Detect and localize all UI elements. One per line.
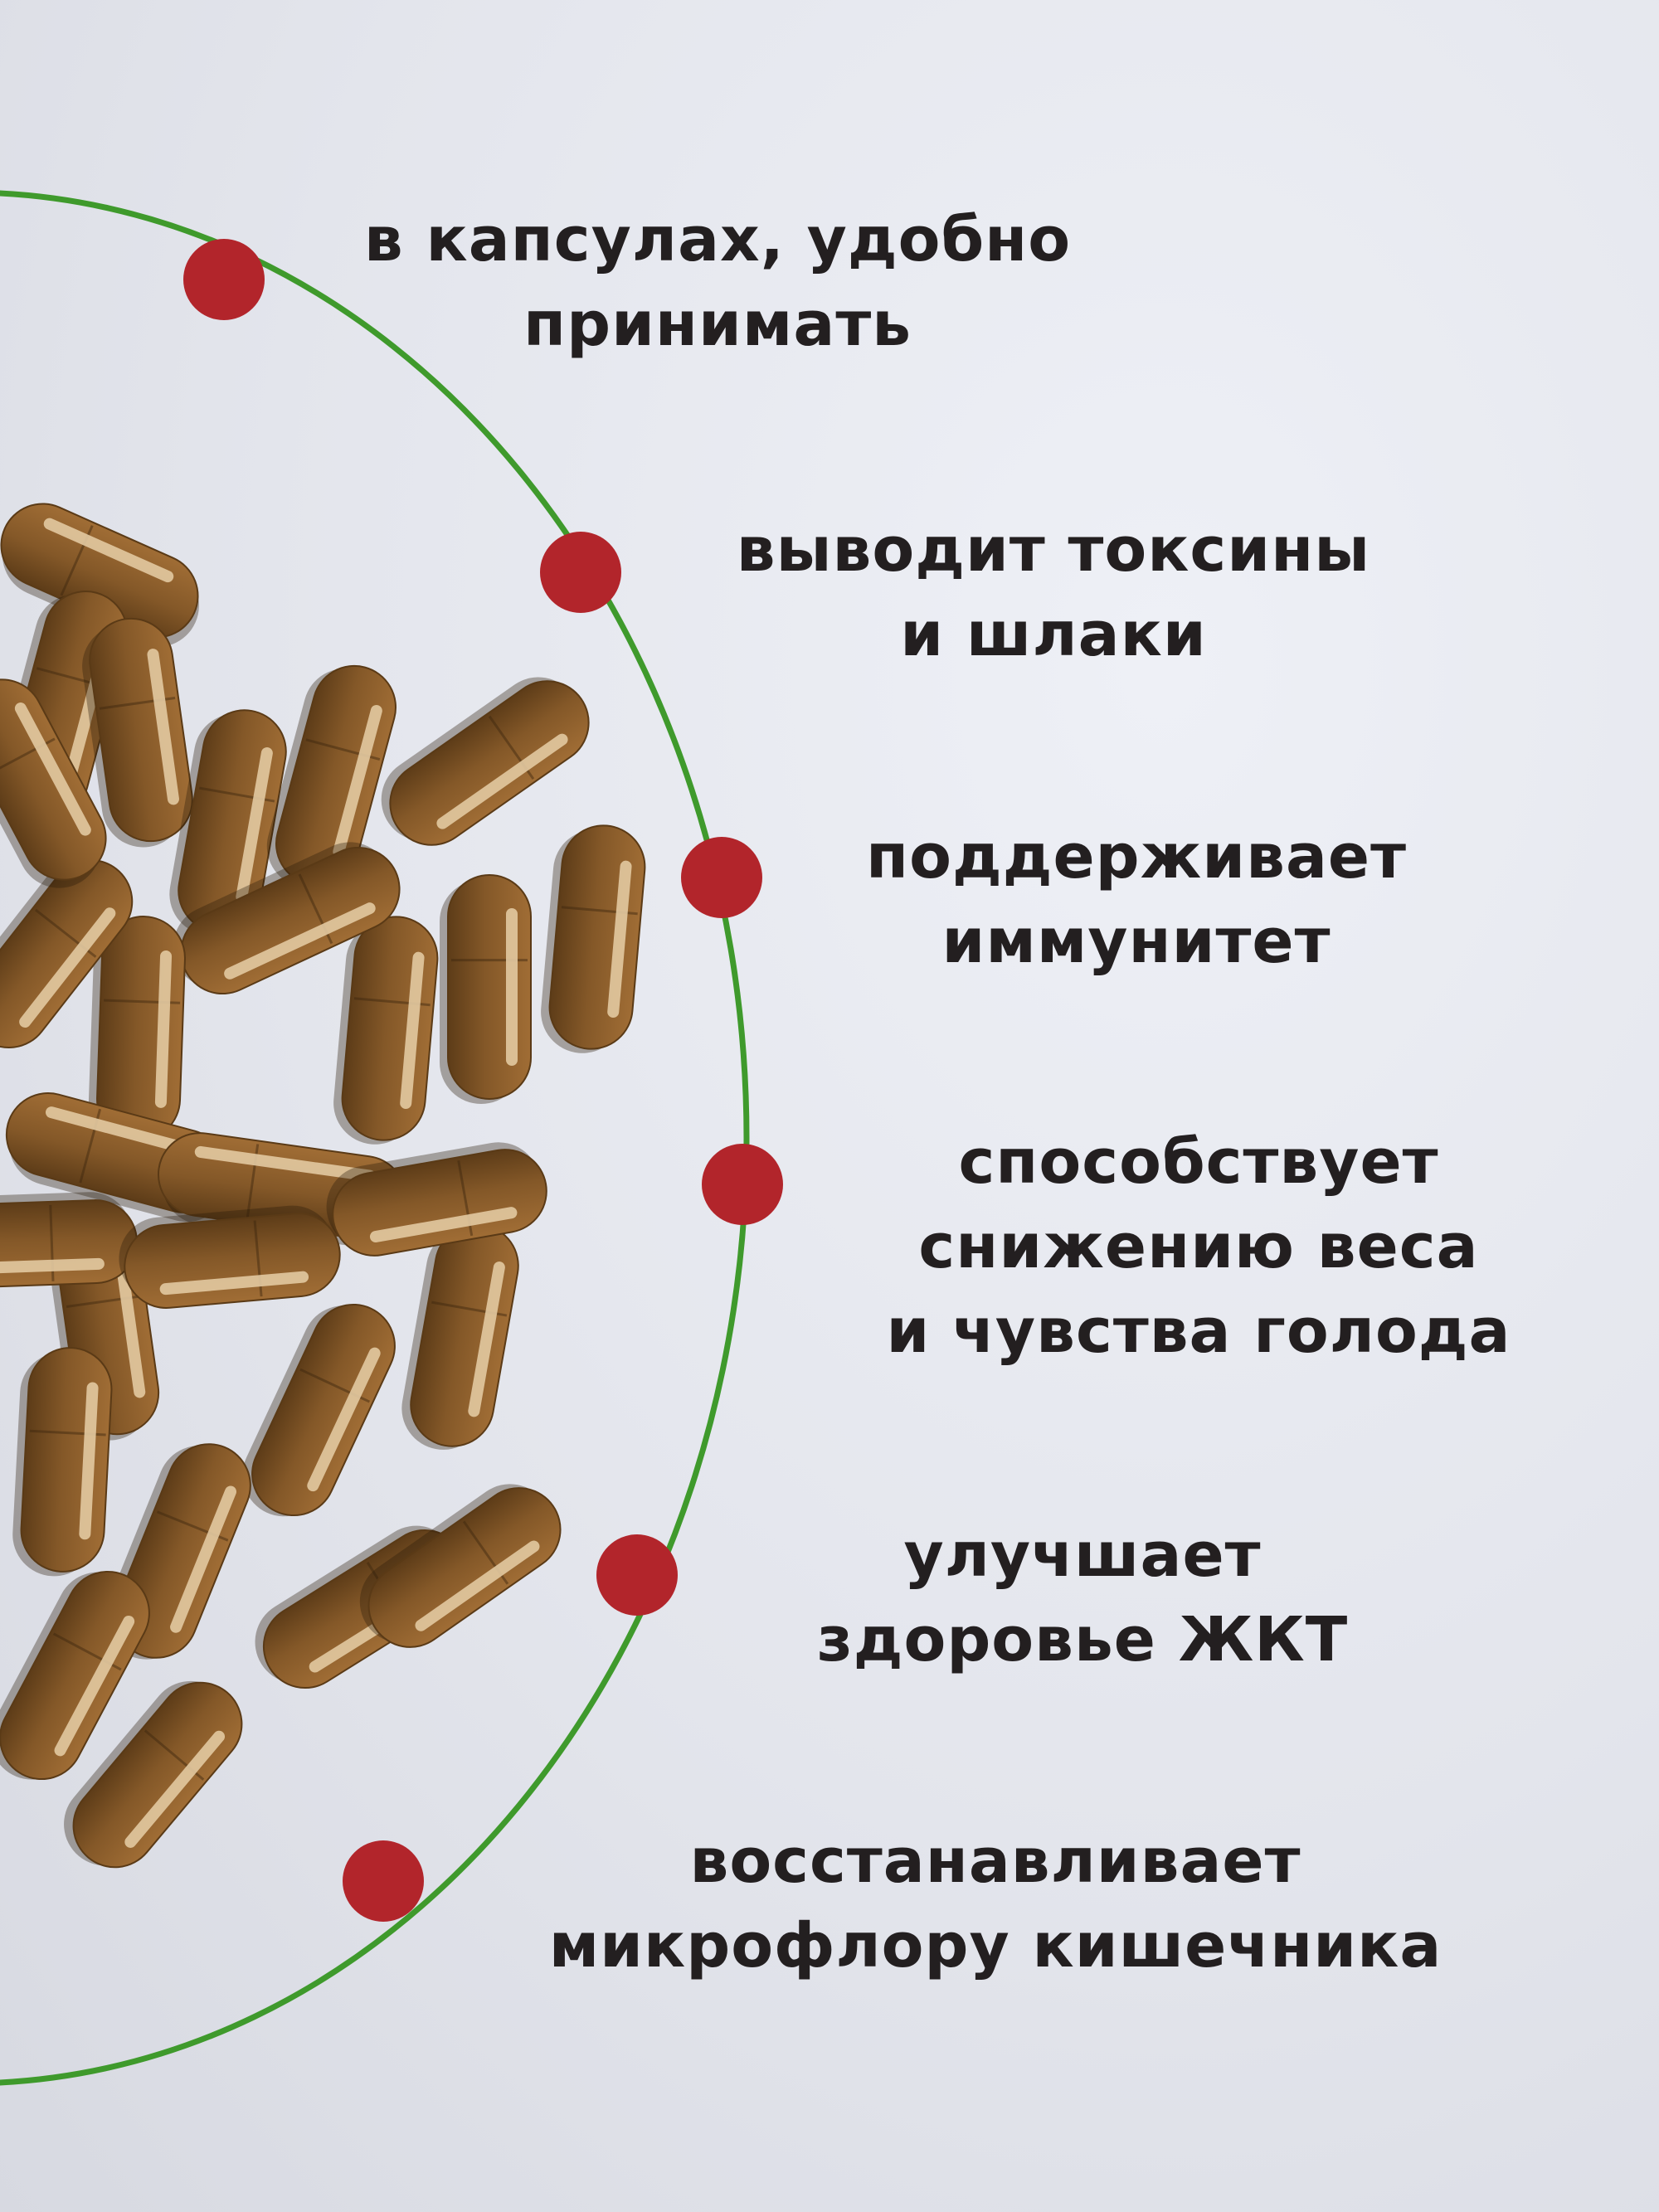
benefit-weight-line-1: способствует	[958, 1126, 1439, 1198]
marker-6-red-dot-marker	[343, 1840, 424, 1922]
marker-5-red-dot-marker	[596, 1534, 678, 1616]
marker-2-red-dot-marker	[540, 532, 621, 613]
capsule-7	[541, 824, 646, 1053]
benefit-immunity: поддерживает иммунитет	[838, 814, 1435, 984]
benefit-capsules-line-1: в капсулах, удобно	[363, 204, 1072, 275]
benefit-digestion-line-2: здоровье ЖКТ	[816, 1604, 1349, 1675]
marker-group	[183, 239, 783, 1922]
capsule-10	[173, 842, 401, 995]
benefit-immunity-line-1: поддерживает	[866, 821, 1407, 892]
benefit-immunity-line-2: иммунитет	[941, 906, 1331, 977]
capsule-4	[169, 709, 287, 936]
marker-3-red-dot-marker	[681, 837, 762, 918]
marker-1-red-dot-marker	[183, 239, 265, 320]
capsule-23	[0, 1192, 138, 1289]
capsule-3	[82, 617, 193, 848]
benefit-capsules-line-2: принимать	[523, 289, 912, 360]
benefit-microflora: восстанавливает микрофлору кишечника	[489, 1819, 1501, 1988]
green-arc	[0, 190, 750, 2086]
capsule-11	[88, 916, 186, 1145]
benefit-weight-line-3: и чувства голода	[886, 1296, 1511, 1367]
benefit-capsules: в капсулах, удобно принимать	[344, 197, 1091, 367]
marker-4-red-dot-marker	[702, 1144, 783, 1225]
capsule-6	[381, 677, 590, 846]
benefit-microflora-line-1: восстанавливает	[689, 1826, 1301, 1897]
benefit-weight: способствует снижению веса и чувства гол…	[863, 1120, 1535, 1373]
capsule-20	[0, 1570, 150, 1781]
capsule-pile	[0, 503, 646, 1869]
benefit-weight-line-2: снижению веса	[918, 1211, 1479, 1282]
capsule-26	[119, 1205, 341, 1309]
capsule-25	[0, 678, 107, 888]
capsule-9	[333, 916, 439, 1145]
capsule-22	[12, 1347, 113, 1577]
benefit-digestion-line-1: улучшает	[903, 1519, 1262, 1591]
benefit-microflora-line-2: микрофлору кишечника	[548, 1910, 1443, 1981]
capsule-21	[359, 1484, 562, 1648]
capsule-16	[401, 1223, 519, 1450]
benefit-toxins-line-1: выводит токсины	[736, 514, 1371, 586]
capsule-1	[0, 503, 199, 648]
capsule-5	[266, 664, 397, 888]
capsule-24	[0, 858, 134, 1049]
capsule-27	[64, 1680, 243, 1869]
benefit-toxins-line-2: и шлаки	[900, 599, 1207, 670]
capsule-8	[440, 874, 532, 1104]
benefit-digestion: улучшает здоровье ЖКТ	[751, 1513, 1414, 1682]
benefit-toxins: выводит токсины и шлаки	[701, 508, 1406, 677]
capsule-15	[242, 1303, 396, 1517]
capsule-17	[326, 1142, 547, 1257]
